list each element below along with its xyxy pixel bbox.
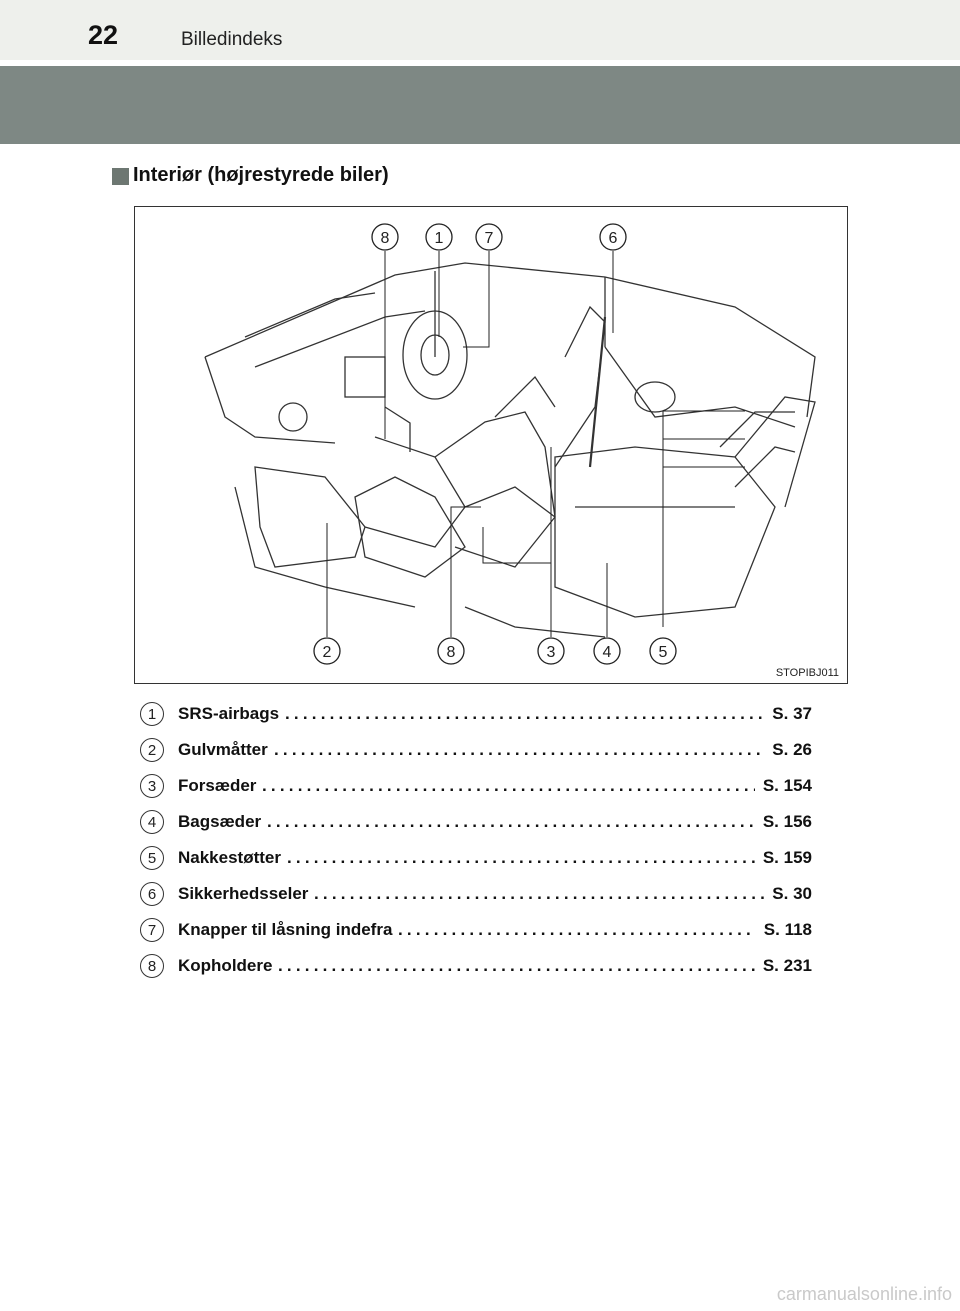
callout-number: 6 bbox=[609, 230, 618, 247]
callout-circle bbox=[437, 637, 465, 665]
chapter-title: Billedindeks bbox=[181, 29, 283, 50]
legend-number: 7 bbox=[140, 918, 164, 942]
legend-item: 5 Nakkestøtter .........................… bbox=[140, 846, 820, 882]
leader-dots: ........................................… bbox=[267, 812, 755, 831]
page-reference-link[interactable]: S. 159 bbox=[762, 848, 812, 867]
legend-item: 4 Bagsæder .............................… bbox=[140, 810, 820, 846]
section-title: Interiør (højrestyrede biler) bbox=[133, 164, 389, 186]
callout-number: 7 bbox=[485, 230, 494, 247]
callouts-bottom: 2 8 3 4 5 bbox=[313, 637, 677, 665]
watermark: carmanualsonline.info bbox=[776, 1284, 952, 1304]
callout-circle bbox=[313, 637, 341, 665]
page-reference-link[interactable]: S. 154 bbox=[762, 776, 812, 795]
page-reference-link[interactable]: S. 231 bbox=[762, 956, 812, 975]
callout-number: 2 bbox=[323, 644, 332, 661]
leader-dots: ........................................… bbox=[314, 884, 764, 903]
legend-label: Gulvmåtter bbox=[178, 740, 268, 759]
page-number: 22 bbox=[88, 20, 119, 50]
leader-dots: ........................................… bbox=[278, 956, 755, 975]
callout-circle bbox=[425, 223, 453, 251]
legend-number: 1 bbox=[140, 702, 164, 726]
callout-circle bbox=[649, 637, 677, 665]
legend-item: 2 Gulvmåtter ...........................… bbox=[140, 738, 820, 774]
legend-item: 1 SRS-airbags ..........................… bbox=[140, 702, 820, 738]
page-reference-link[interactable]: S. 37 bbox=[772, 704, 812, 723]
legend-item: 3 Forsæder .............................… bbox=[140, 774, 820, 810]
legend-list: 1 SRS-airbags ..........................… bbox=[140, 702, 820, 990]
callout-circle bbox=[537, 637, 565, 665]
page-reference-link[interactable]: S. 156 bbox=[762, 812, 812, 831]
callout-circle bbox=[475, 223, 503, 251]
leader-dots: ........................................… bbox=[287, 848, 755, 867]
callout-circle bbox=[599, 223, 627, 251]
leader-dots: ........................................… bbox=[262, 776, 755, 795]
legend-label: Sikkerhedsseler bbox=[178, 884, 309, 903]
legend-number: 4 bbox=[140, 810, 164, 834]
callout-number: 8 bbox=[447, 644, 456, 661]
legend-label: Bagsæder bbox=[178, 812, 262, 831]
page-reference-link[interactable]: S. 118 bbox=[763, 920, 812, 939]
car-interior-drawing: 8 1 7 6 2 8 3 4 5 bbox=[204, 223, 816, 665]
callout-number: 1 bbox=[435, 230, 444, 247]
legend-number: 3 bbox=[140, 774, 164, 798]
leader-dots: ........................................… bbox=[398, 920, 756, 939]
legend-label: Nakkestøtter bbox=[178, 848, 281, 867]
leader-dots: ........................................… bbox=[274, 740, 764, 759]
legend-number: 8 bbox=[140, 954, 164, 978]
legend-label: Forsæder bbox=[178, 776, 257, 795]
car-interior-lines bbox=[204, 262, 816, 638]
section-marker-square bbox=[112, 168, 129, 185]
legend-item: 6 Sikkerhedsseler ......................… bbox=[140, 882, 820, 918]
header-band bbox=[0, 66, 960, 144]
page-reference-link[interactable]: S. 30 bbox=[772, 884, 812, 903]
callout-circle bbox=[593, 637, 621, 665]
legend-number: 6 bbox=[140, 882, 164, 906]
header-strip bbox=[0, 0, 960, 60]
callout-number: 4 bbox=[603, 644, 612, 661]
legend-item: 8 Kopholdere ...........................… bbox=[140, 954, 820, 990]
page-reference-link[interactable]: S. 26 bbox=[772, 740, 812, 759]
callout-number: 8 bbox=[381, 230, 390, 247]
callout-leaders bbox=[326, 251, 745, 637]
legend-label: Kopholdere bbox=[178, 956, 273, 975]
callout-number: 3 bbox=[547, 644, 556, 661]
leader-dots: ........................................… bbox=[285, 704, 764, 723]
callouts-top: 8 1 7 6 bbox=[371, 223, 627, 251]
legend-number: 5 bbox=[140, 846, 164, 870]
legend-label: Knapper til låsning indefra bbox=[178, 920, 393, 939]
legend-item: 7 Knapper til låsning indefra ..........… bbox=[140, 918, 820, 954]
callout-circle bbox=[371, 223, 399, 251]
callout-number: 5 bbox=[659, 644, 668, 661]
legend-label: SRS-airbags bbox=[178, 704, 280, 723]
figure-code: STOPIBJ011 bbox=[775, 667, 839, 679]
legend-number: 2 bbox=[140, 738, 164, 762]
interior-illustration: 8 1 7 6 2 8 3 4 5 STOPIBJ011 bbox=[134, 206, 848, 684]
